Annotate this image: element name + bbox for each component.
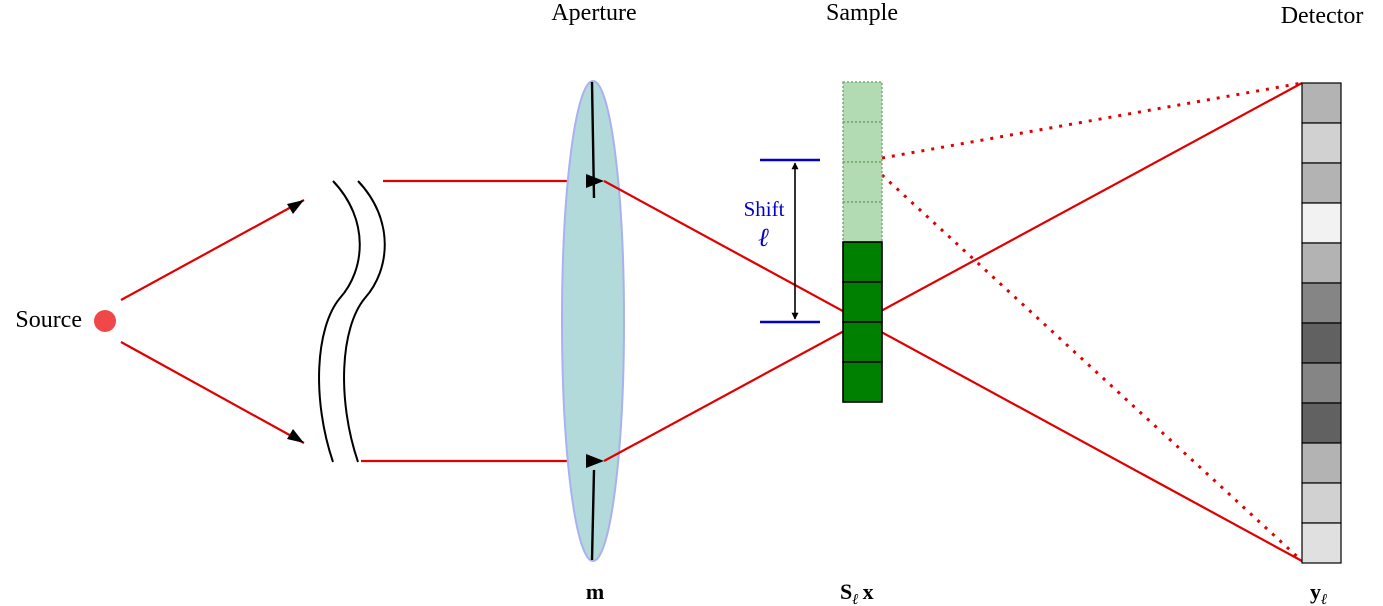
sample-solid-cell bbox=[842, 361, 883, 403]
break-line-right bbox=[343, 180, 386, 463]
sample-faded-cell bbox=[842, 161, 883, 203]
detector-pixel bbox=[1301, 122, 1342, 164]
detector-symbol: yℓ bbox=[1310, 579, 1327, 606]
aperture-symbol: m bbox=[586, 579, 604, 604]
source-ray-upper bbox=[120, 199, 305, 301]
detector-pixel bbox=[1301, 482, 1342, 524]
dotted-ray-lower bbox=[880, 173, 1304, 563]
source-arrowhead-lower bbox=[287, 429, 304, 443]
shift-symbol: ℓ bbox=[758, 223, 769, 252]
aperture-lens bbox=[561, 80, 625, 562]
detector-pixel bbox=[1301, 202, 1342, 244]
sample-faded-cell bbox=[842, 121, 883, 163]
sample-symbol-main: S bbox=[840, 579, 852, 604]
detector-pixel bbox=[1301, 522, 1342, 564]
detector-symbol-main: y bbox=[1310, 579, 1321, 604]
focus-ray-lower bbox=[603, 82, 1303, 462]
aperture-arrowhead-lower bbox=[586, 454, 604, 468]
detector-pixel bbox=[1301, 82, 1342, 124]
detector-pixel bbox=[1301, 402, 1342, 444]
sample-faded-cells bbox=[842, 81, 883, 243]
detector-pixel bbox=[1301, 282, 1342, 324]
sample-faded-cell bbox=[842, 201, 883, 243]
focus-ray-upper bbox=[603, 180, 1303, 562]
detector-array bbox=[1301, 82, 1342, 564]
sample-symbol-sub: ℓ bbox=[852, 592, 858, 606]
sample-faded-cell bbox=[842, 81, 883, 123]
aperture-arrowhead-upper bbox=[586, 174, 604, 188]
detector-pixel bbox=[1301, 322, 1342, 364]
source-arrowhead-upper bbox=[287, 200, 304, 214]
detector-symbol-sub: ℓ bbox=[1321, 592, 1327, 606]
source-point bbox=[94, 310, 116, 332]
source-ray-lower bbox=[120, 341, 305, 444]
dotted-ray-upper bbox=[881, 81, 1303, 160]
sample-solid-cell bbox=[842, 241, 883, 283]
sample-solid-cell bbox=[842, 321, 883, 363]
detector-pixel bbox=[1301, 242, 1342, 284]
sample-title: Sample bbox=[826, 0, 898, 26]
break-line-left bbox=[318, 180, 361, 463]
aperture-mask-lower bbox=[590, 469, 596, 561]
detector-pixel bbox=[1301, 442, 1342, 484]
sample-solid-cell bbox=[842, 281, 883, 323]
sample-solid-cells bbox=[842, 241, 883, 403]
aperture-title: Aperture bbox=[551, 0, 636, 26]
sample-symbol-tail: x bbox=[863, 579, 874, 604]
detector-title: Detector bbox=[1281, 3, 1364, 29]
source-label: Source bbox=[15, 307, 82, 333]
shift-label: Shift bbox=[744, 197, 785, 221]
detector-pixel bbox=[1301, 362, 1342, 404]
detector-pixel bbox=[1301, 162, 1342, 204]
